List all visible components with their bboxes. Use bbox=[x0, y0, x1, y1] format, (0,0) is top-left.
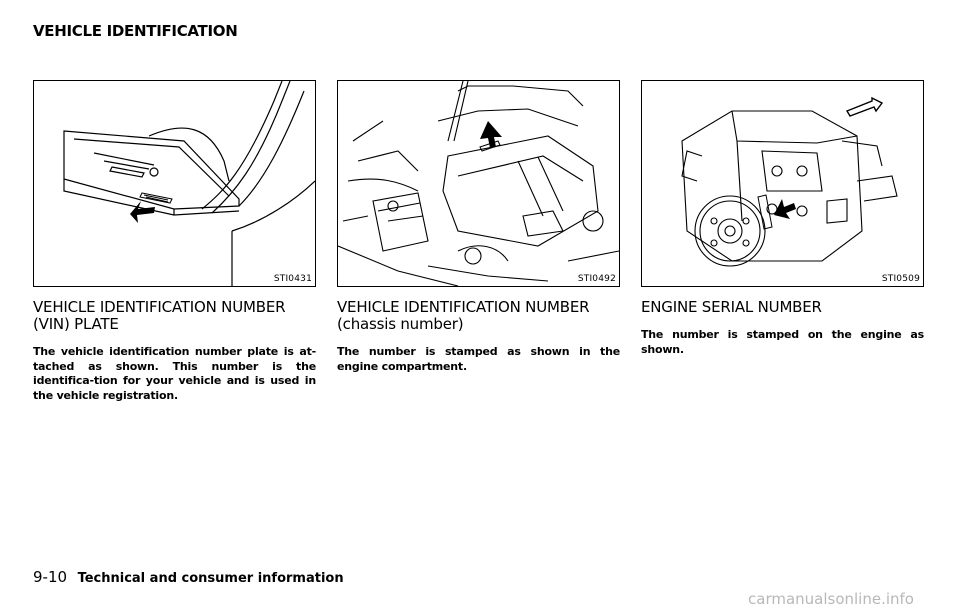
section-body: The number is stamped as shown in the en… bbox=[337, 345, 620, 373]
arrow-icon bbox=[130, 201, 155, 223]
figure-vin-plate: STI0431 bbox=[33, 80, 316, 287]
section-body: The number is stamped on the engine as s… bbox=[641, 328, 924, 356]
footer-section-title: Technical and consumer information bbox=[77, 571, 344, 586]
page-number: 9-10 bbox=[33, 568, 68, 586]
watermark: carmanualsonline.info bbox=[748, 590, 914, 608]
figure-code: STI0509 bbox=[881, 274, 920, 284]
section-title-line2: (chassis number) bbox=[337, 315, 464, 333]
section-title: ENGINE SERIAL NUMBER bbox=[641, 299, 924, 316]
section-title-line1: VEHICLE IDENTIFICATION NUMBER bbox=[33, 298, 286, 316]
figure-engine-serial: STI0509 bbox=[641, 80, 924, 287]
section-title: VEHICLE IDENTIFICATION NUMBER (chassis n… bbox=[337, 299, 620, 333]
arrow-icon bbox=[774, 199, 796, 219]
section-title-line1: VEHICLE IDENTIFICATION NUMBER bbox=[337, 298, 590, 316]
section-body: The vehicle identification number plate … bbox=[33, 345, 316, 402]
figure-code: STI0492 bbox=[577, 274, 616, 284]
section-title-line2: (VIN) PLATE bbox=[33, 315, 119, 333]
engine-illustration bbox=[681, 96, 898, 267]
page-footer: 9-10 Technical and consumer information bbox=[33, 568, 344, 586]
section-title-line1: ENGINE SERIAL NUMBER bbox=[641, 298, 822, 316]
section-chassis-number: STI0492 VEHICLE IDENTIFICATION NUMBER (c… bbox=[337, 80, 620, 374]
section-vin-plate: STI0431 VEHICLE IDENTIFICATION NUMBER (V… bbox=[33, 80, 316, 403]
page-header: VEHICLE IDENTIFICATION bbox=[33, 22, 238, 40]
figure-chassis-number: STI0492 bbox=[337, 80, 620, 287]
section-title: VEHICLE IDENTIFICATION NUMBER (VIN) PLAT… bbox=[33, 299, 316, 333]
arrow-icon bbox=[480, 121, 502, 148]
figure-code: STI0431 bbox=[273, 274, 312, 284]
section-engine-serial: STI0509 ENGINE SERIAL NUMBER The number … bbox=[641, 80, 924, 357]
direction-arrow-icon bbox=[845, 96, 884, 117]
engine-compartment-illustration bbox=[338, 81, 619, 286]
vin-plate-illustration bbox=[63, 81, 315, 286]
